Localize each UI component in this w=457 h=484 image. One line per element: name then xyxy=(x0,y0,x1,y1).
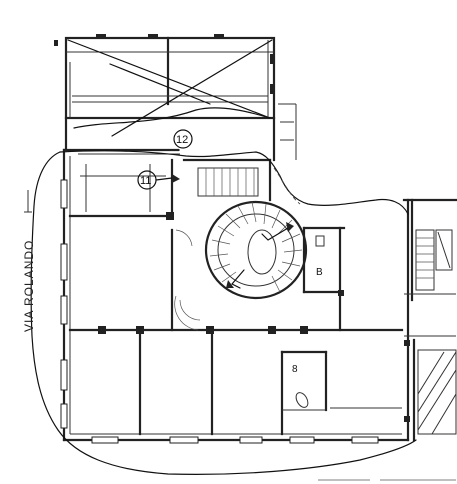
street-label-group: VIA ROLANDO xyxy=(22,190,36,332)
staircase xyxy=(182,158,308,300)
marker-12-label: 12 xyxy=(176,134,188,146)
main-building xyxy=(60,148,410,444)
room-b-label: B xyxy=(316,267,323,278)
cross-out-lines xyxy=(67,39,273,137)
marker-11-label: 11 xyxy=(140,175,151,187)
annex-stair xyxy=(415,229,453,291)
fixture xyxy=(295,235,325,408)
corridor xyxy=(64,103,297,162)
room-8-label: 8 xyxy=(292,364,298,375)
marker-12: 12 xyxy=(173,129,193,149)
boundary-outline xyxy=(30,150,417,475)
north-wing xyxy=(54,34,276,137)
annex-hatched-room xyxy=(417,349,457,435)
marker-11: 11 xyxy=(137,170,180,190)
spiral-stair-treads xyxy=(209,201,303,293)
street-label: VIA ROLANDO xyxy=(22,240,36,332)
east-annex xyxy=(402,198,457,442)
